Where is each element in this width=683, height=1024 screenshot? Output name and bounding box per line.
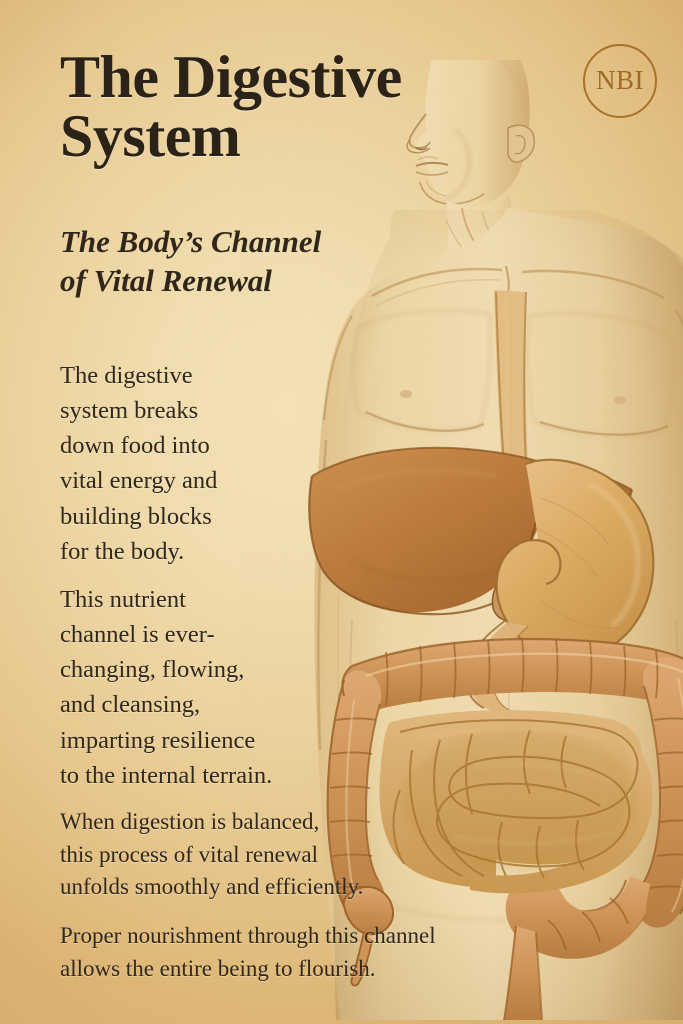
paragraph-line: vital energy and: [60, 467, 218, 495]
paragraph-line: for the body.: [60, 537, 185, 565]
paragraph-line: channel is ever-: [60, 621, 215, 649]
body-paragraph-1: The digestive system breaks down food in…: [60, 358, 328, 569]
paragraph-line: to the internal terrain.: [60, 761, 273, 789]
title-line-1: The Digestive: [60, 44, 402, 110]
paragraph-line: system breaks: [60, 397, 199, 425]
page-title: The Digestive System: [60, 44, 580, 169]
page-subtitle: The Body’s Channel of Vital Renewal: [60, 222, 400, 300]
paragraph-line: imparting resilience: [60, 726, 256, 754]
paragraph-line: building blocks: [60, 502, 212, 530]
paragraph-line: This nutrient: [60, 586, 186, 613]
paragraph-line: this process of vital renewal: [60, 841, 319, 867]
paragraph-line: The digestive: [60, 362, 193, 389]
paragraph-line: Proper nourishment through this channel: [60, 923, 436, 948]
body-paragraph-3: When digestion is balanced, this process…: [60, 806, 530, 904]
paragraph-line: When digestion is balanced,: [60, 809, 320, 834]
nbi-monogram-icon: NBI: [596, 64, 644, 95]
subtitle-line-1: The Body’s Channel: [60, 224, 322, 259]
paragraph-line: down food into: [60, 432, 210, 460]
nbi-logo-badge: NBI: [583, 44, 657, 118]
paragraph-line: unfolds smoothly and efficiently.: [60, 874, 364, 900]
body-paragraph-4: Proper nourishment through this channel …: [60, 920, 560, 985]
paragraph-line: allows the entire being to flourish.: [60, 955, 376, 981]
body-paragraph-2: This nutrient channel is ever- changing,…: [60, 582, 340, 793]
paragraph-line: changing, flowing,: [60, 656, 245, 684]
title-line-2: System: [60, 102, 241, 169]
paragraph-line: and cleansing,: [60, 691, 201, 719]
human-digestive-system-illustration: [240, 60, 683, 1020]
subtitle-line-2: of Vital Renewal: [60, 263, 272, 299]
